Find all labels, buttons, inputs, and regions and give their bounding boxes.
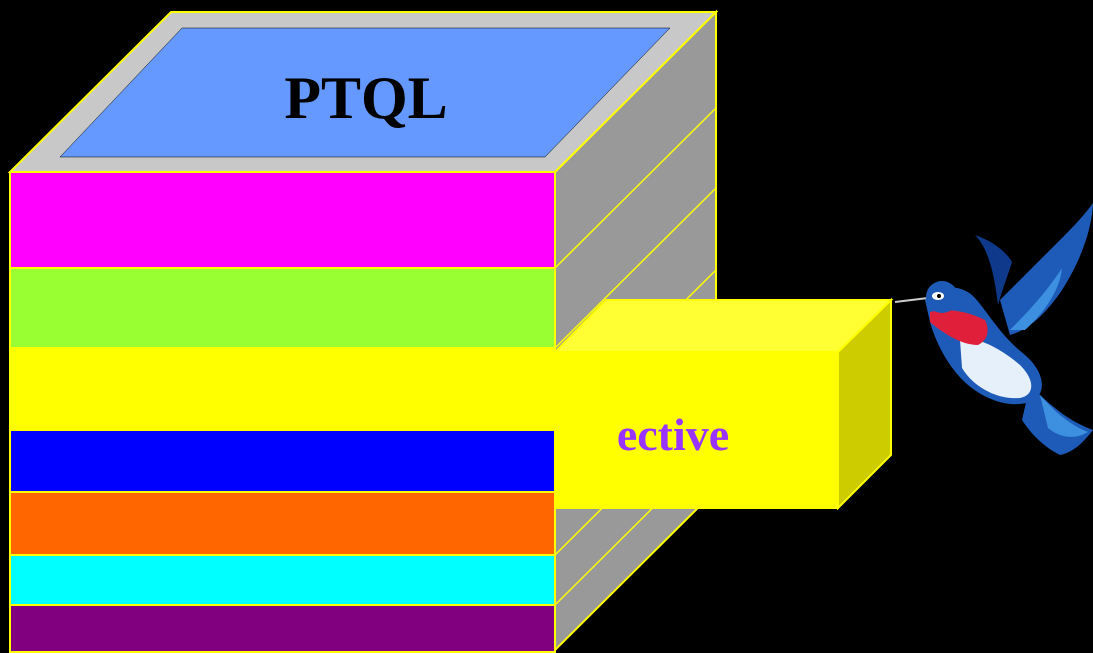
ective-box: ective (552, 297, 894, 511)
top-label: PTQL (284, 65, 447, 131)
ective-box-top (552, 299, 894, 353)
cube-layer-2 (9, 267, 556, 349)
hummingbird-icon (894, 203, 1093, 455)
cube-layer-3 (9, 347, 556, 431)
ective-box-label: ective (617, 409, 729, 460)
cube-front-layers (9, 171, 556, 653)
ective-box-front (554, 351, 839, 509)
cube-layer-6 (9, 554, 556, 606)
cube-layer-1 (9, 171, 556, 269)
cube-layer-5 (9, 491, 556, 556)
cube-top-inner-panel (59, 27, 671, 158)
cube-layer-4 (9, 429, 556, 493)
cube-layer-7 (9, 604, 556, 653)
